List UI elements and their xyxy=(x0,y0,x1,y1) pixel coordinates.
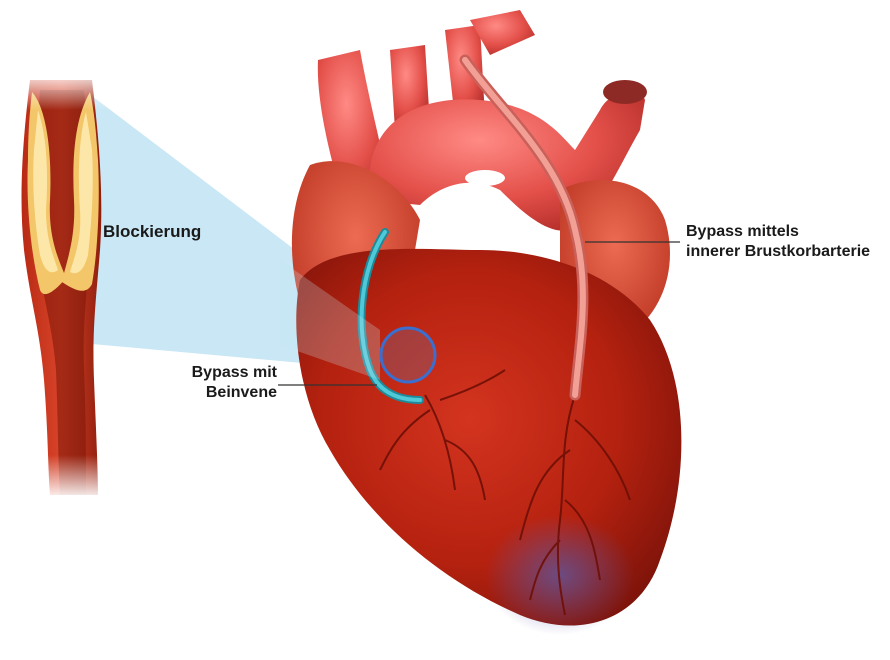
label-artery-bypass-line1: Bypass mittels xyxy=(686,223,799,240)
zoom-wedge-overlay xyxy=(280,260,380,380)
label-vein-bypass-line1: Bypass mit xyxy=(192,364,278,381)
blocked-vessel xyxy=(10,70,110,500)
blockage-zoom-circle xyxy=(379,326,437,384)
label-artery-bypass-line2: innerer Brustkorbarterie xyxy=(686,243,870,260)
label-blockage: Blockierung xyxy=(103,222,201,241)
coronary-vessels xyxy=(379,369,631,616)
label-vein-bypass-line2: Beinvene xyxy=(206,384,277,401)
heart xyxy=(291,10,682,635)
